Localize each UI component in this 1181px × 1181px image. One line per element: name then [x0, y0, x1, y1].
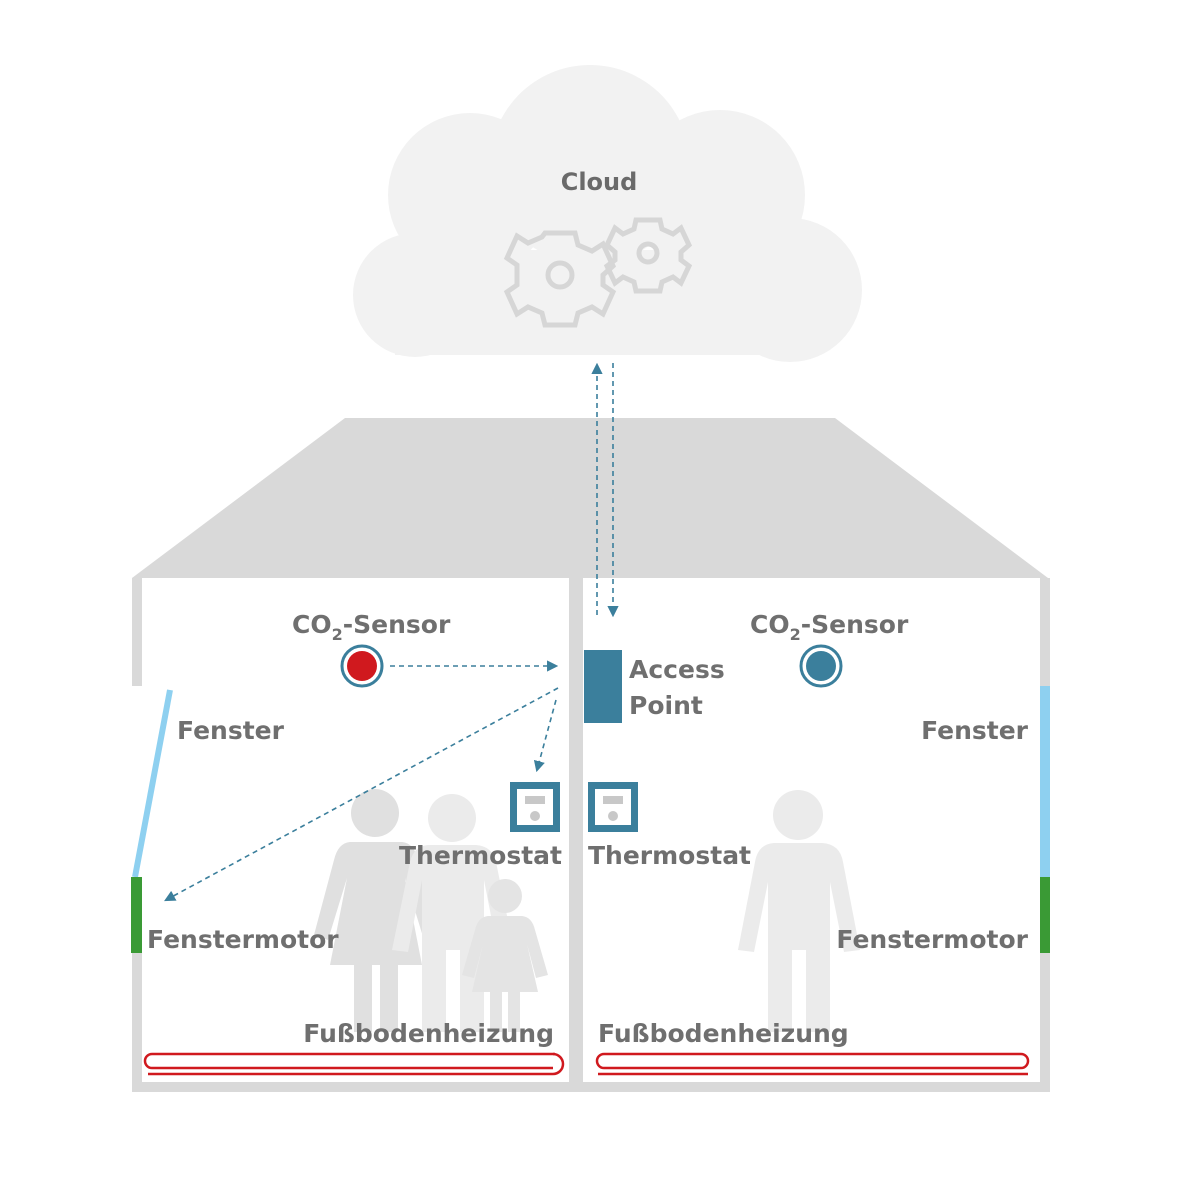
window-motor-right: [1040, 877, 1050, 953]
floor-heating-left-label: Fußbodenheizung: [303, 1019, 554, 1048]
window-motor-left: [131, 877, 142, 953]
cloud: Cloud: [353, 65, 862, 362]
house-walls: [132, 578, 1050, 1092]
thermostat-left-label: Thermostat: [399, 841, 562, 870]
gear-icon: [503, 230, 617, 328]
co2-sensor-left-label: CO2-Sensor: [292, 610, 451, 644]
arrow-ap-to-thermostat: [533, 699, 557, 773]
communication-arrows: [164, 362, 619, 902]
window-right-label: Fenster: [921, 716, 1029, 745]
access-point-label-line1: Access: [629, 655, 725, 684]
arrow-ap-to-window-motor: [164, 687, 559, 902]
floor-heating-right: [595, 1052, 1030, 1076]
cloud-label: Cloud: [561, 168, 638, 196]
roof: [132, 418, 1048, 578]
window-left: [132, 689, 173, 878]
access-point-label-line2: Point: [629, 691, 703, 720]
gear-icon: [603, 217, 693, 294]
window-left-label: Fenster: [177, 716, 285, 745]
co2-sensor-left: [340, 644, 384, 688]
thermostat-left: [510, 782, 560, 832]
co2-sensor-right-label: CO2-Sensor: [750, 610, 909, 644]
window-motor-left-label: Fenstermotor: [147, 925, 339, 954]
thermostat-right: [588, 782, 638, 832]
access-point: [584, 650, 622, 723]
person-child: [462, 879, 548, 1032]
thermostat-right-label: Thermostat: [588, 841, 751, 870]
floor-heating-right-label: Fußbodenheizung: [598, 1019, 849, 1048]
co2-sensor-right: [799, 644, 843, 688]
floor-heating-left: [143, 1052, 565, 1076]
person-woman: [314, 789, 440, 1032]
window-motor-right-label: Fenstermotor: [836, 925, 1028, 954]
person-man-right: [738, 790, 860, 1032]
window-right: [1040, 686, 1050, 877]
